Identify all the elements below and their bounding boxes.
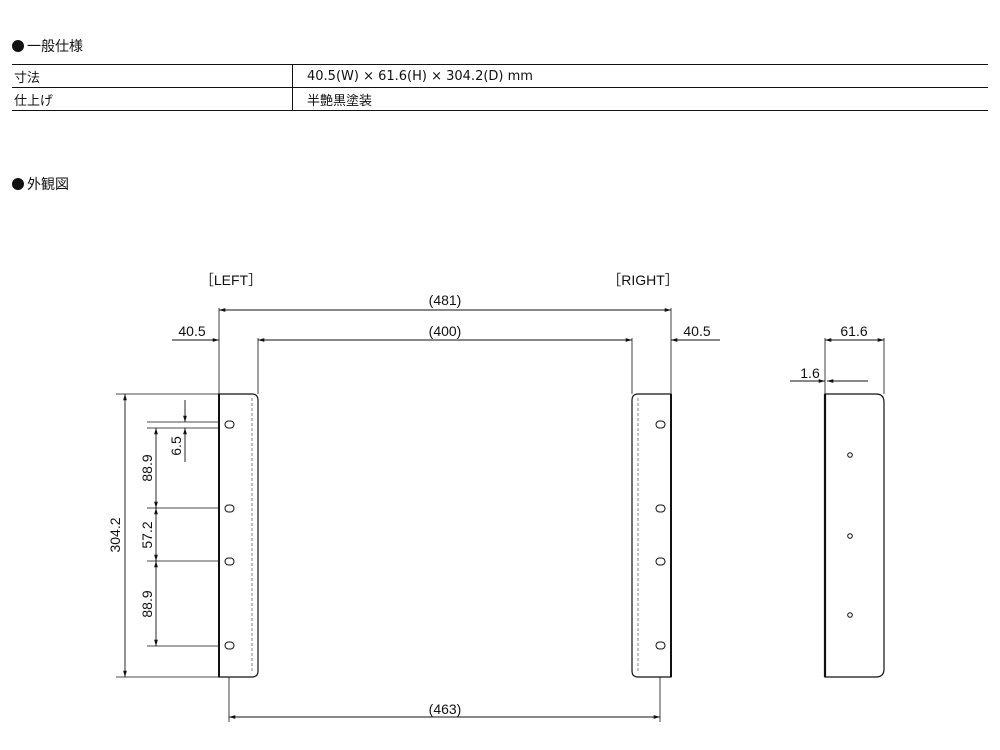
dim-inner-width: (400)	[429, 323, 462, 339]
dim-hole-pitch-mid: 57.2	[139, 521, 155, 548]
dim-side-height: 61.6	[840, 323, 867, 339]
dim-total-width: (481)	[429, 292, 462, 308]
dim-thickness: 1.6	[800, 365, 820, 381]
view-section-title: 外観図	[27, 177, 69, 193]
extension-lines	[116, 308, 885, 722]
dim-hole-pitch-bottom: 88.9	[139, 590, 155, 617]
dim-hole-pitch-top: 88.9	[139, 454, 155, 481]
table-row: 寸法 40.5(W) × 61.6(H) × 304.2(D) mm	[12, 64, 988, 88]
spec-section-title: 一般仕様	[27, 39, 83, 55]
spec-label-finish: 仕上げ	[12, 87, 293, 111]
dim-left-width: 40.5	[178, 323, 205, 339]
dim-hole-offset: 6.5	[168, 436, 184, 456]
spec-label-dimensions: 寸法	[12, 64, 293, 88]
bullet-icon	[12, 178, 24, 190]
spec-value-finish: 半艶黒塗装	[292, 87, 988, 111]
dim-right-width: 40.5	[683, 323, 710, 339]
dim-bottom-width: (463)	[429, 701, 462, 717]
view-section-heading: 外観図	[12, 174, 69, 194]
spec-table: 寸法 40.5(W) × 61.6(H) × 304.2(D) mm 仕上げ 半…	[12, 64, 988, 111]
spec-section-heading: 一般仕様	[12, 36, 83, 56]
right-rack-ear	[631, 393, 672, 678]
side-view	[823, 393, 885, 678]
left-rack-ear	[218, 393, 259, 678]
dim-overall-depth: 304.2	[107, 517, 123, 552]
table-row: 仕上げ 半艶黒塗装	[12, 87, 988, 111]
spec-value-dimensions: 40.5(W) × 61.6(H) × 304.2(D) mm	[292, 64, 988, 88]
dimension-lines	[123, 308, 884, 719]
right-label: ［RIGHT］	[607, 272, 679, 288]
left-label: ［LEFT］	[200, 272, 262, 288]
bullet-icon	[12, 40, 24, 52]
